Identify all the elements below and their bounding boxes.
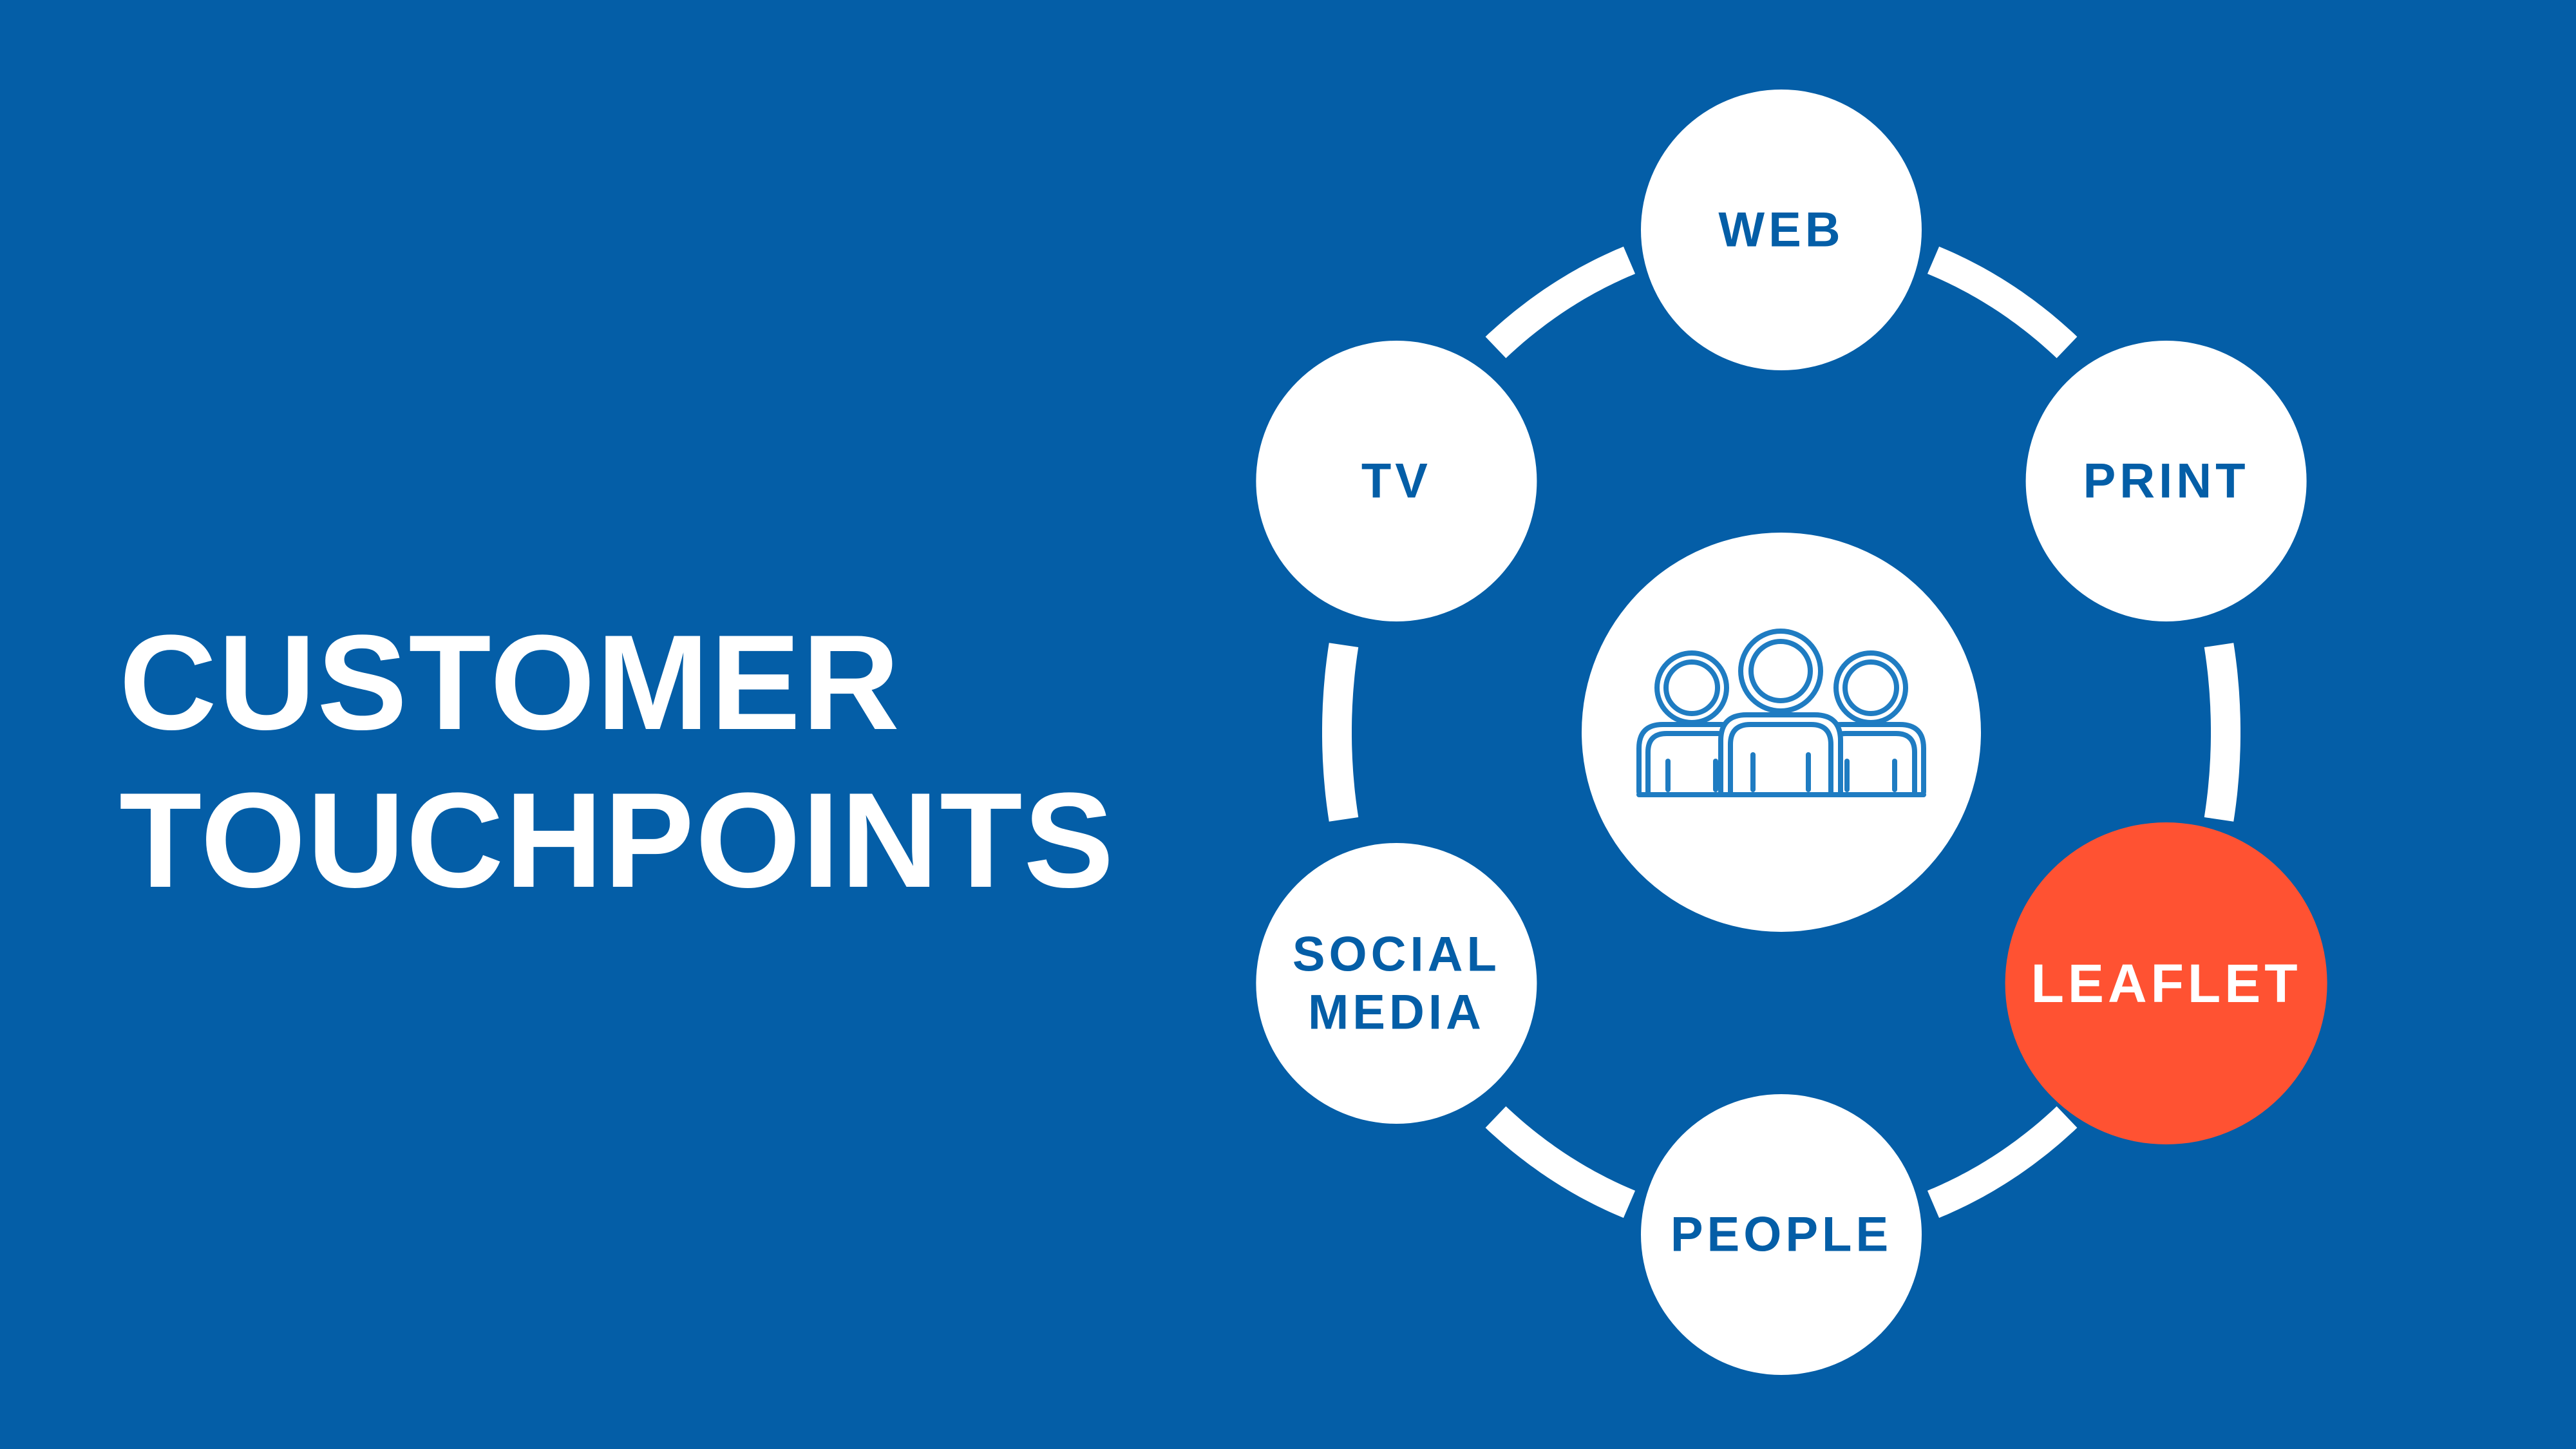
node-label-tv: TV [1361,454,1432,509]
node-circle-web [1641,90,1922,370]
node-circle-social-media [1256,843,1537,1124]
ring-arc-social-media-to-tv [1322,643,1359,822]
node-web: WEB [1641,90,1922,370]
center-hub [1582,533,1981,932]
node-leaflet: LEAFLET [2005,822,2327,1144]
node-circle-print [2025,341,2307,621]
node-print: PRINT [2025,341,2307,621]
node-label-social-media-2: MEDIA [1308,985,1485,1040]
title-line-2: TOUCHPOINTS [119,764,1115,916]
node-circle-leaflet [2005,822,2327,1144]
ring-arc-web-to-print [1927,246,2078,359]
ring-arc-tv-to-web [1485,246,1636,359]
ring-arc-people-to-social-media [1485,1106,1636,1218]
title-line-1: CUSTOMER [119,607,901,758]
ring-arc-leaflet-to-people [1927,1106,2078,1218]
node-label-social-media-1: SOCIAL [1293,927,1501,982]
node-label-print: PRINT [2083,454,2249,509]
node-label-people: PEOPLE [1671,1208,1892,1262]
node-tv: TV [1256,341,1537,621]
node-circle-tv [1256,341,1537,621]
node-label-leaflet: LEAFLET [2031,953,2302,1014]
ring-arc-print-to-leaflet [2204,643,2240,822]
ring-arcs [1322,246,2240,1218]
node-label-web: WEB [1718,203,1844,258]
node-people: PEOPLE [1641,1094,1922,1375]
node-circle-people [1641,1094,1922,1375]
people-group-icon [1636,629,1926,797]
